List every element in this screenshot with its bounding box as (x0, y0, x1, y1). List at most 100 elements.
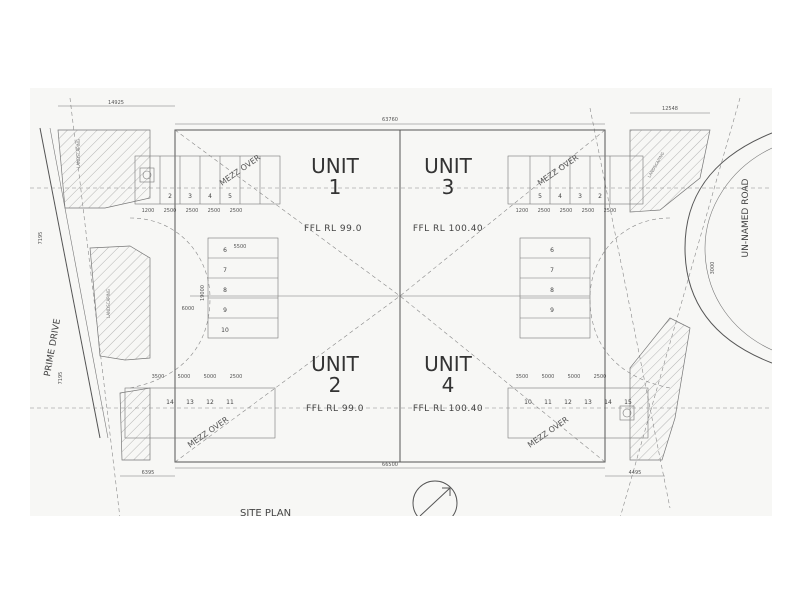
unit1-mezz-block (134, 155, 281, 205)
prime-drive-label: PRIME DRIVE (43, 318, 63, 377)
bay-number-u3_top: 5 (538, 193, 542, 200)
dim-left-lower-text: 7195 (58, 372, 64, 385)
site-plan-sheet: UNIT 1 FFL RL 99.0 UNIT 2 FFL RL 99.0 UN… (30, 88, 772, 516)
survey-lines (69, 97, 741, 516)
dim-top-right-text: 12548 (662, 106, 678, 112)
bay-number-u1_mid: 6 (223, 247, 227, 254)
landscape-left-mid (89, 245, 151, 361)
site-plan-title: SITE PLAN (240, 508, 291, 516)
dim-right-road-text: 3000 (710, 262, 716, 275)
landscape-bottom-left (119, 387, 151, 461)
unit2-label: UNIT (311, 352, 359, 376)
dim-row-text: 5000 (204, 374, 217, 380)
accessible-parking-icon-2 (619, 405, 635, 421)
dim-row-text: 2500 (538, 208, 551, 214)
dim-height-mid-text: 19000 (200, 285, 206, 301)
dim-row-text: 5000 (542, 374, 555, 380)
cul-de-sac-inner (704, 147, 772, 351)
bay-number-u1_mid: 10 (221, 327, 229, 334)
bay-number-u4_bottom: 12 (564, 399, 572, 406)
bay-number-u2_bottom: 13 (186, 399, 194, 406)
landscaping-label-1: LANDSCAPING (76, 139, 81, 168)
unit1-number: 1 (329, 175, 342, 199)
unit4-mezz-block (507, 387, 649, 439)
unit4-number: 4 (442, 373, 455, 397)
roof-line-1 (174, 129, 401, 297)
dim-row-text: 3500 (516, 374, 529, 380)
accessible-parking-icon (139, 167, 155, 183)
dim-row-text: 5000 (178, 374, 191, 380)
unit4-ffl: FFL RL 100.40 (413, 404, 483, 414)
unit2-ffl: FFL RL 99.0 (306, 404, 364, 414)
dim-top-left-text: 14925 (108, 100, 124, 106)
bay-number-u4_bottom: 15 (624, 399, 632, 406)
right-turning-path (589, 217, 671, 389)
landscape-bottom-right (629, 317, 691, 461)
bay-number-u1_mid: 7 (223, 267, 227, 274)
dim-row-text: 5000 (568, 374, 581, 380)
bay-number-u4_bottom: 11 (544, 399, 552, 406)
unit3-number: 3 (442, 175, 455, 199)
dim-row-text: 3500 (152, 374, 165, 380)
dim-row-text: 2500 (186, 208, 199, 214)
unit1-ffl: FFL RL 99.0 (304, 224, 362, 234)
landscape-top-left (57, 129, 151, 209)
bay-number-u1_top: 4 (208, 193, 212, 200)
unit3-mezz-block (507, 155, 644, 205)
bay-number-u3_top: 3 (578, 193, 582, 200)
unit1-label: UNIT (311, 154, 359, 178)
bay-number-u3_mid: 8 (550, 287, 554, 294)
north-arrow-icon (412, 480, 458, 516)
dim-row-text: 2500 (582, 208, 595, 214)
bay-number-u3_mid: 7 (550, 267, 554, 274)
bay-number-u2_bottom: 14 (166, 399, 174, 406)
prime-drive-edge-2 (49, 127, 109, 439)
unit1-bay-dividers (159, 156, 278, 319)
unit1-parking-row (207, 237, 279, 339)
dim-aisle-depth-text: 6000 (182, 306, 195, 312)
landscaping-label-2: LANDSCAPING (106, 289, 111, 318)
bay-number-u1_top: 5 (228, 193, 232, 200)
roof-line-3 (174, 295, 401, 463)
bay-number-u1_mid: 8 (223, 287, 227, 294)
bay-number-u1_top: 2 (168, 193, 172, 200)
bay-number-u4_bottom: 14 (604, 399, 612, 406)
setback-lines (30, 187, 770, 409)
unit3-ffl: FFL RL 100.40 (413, 224, 483, 234)
bay-number-u4_bottom: 10 (524, 399, 532, 406)
roof-line-4 (399, 295, 606, 463)
site-plan-drawing: UNIT 1 FFL RL 99.0 UNIT 2 FFL RL 99.0 UN… (30, 97, 772, 516)
bay-number-u4_bottom: 13 (584, 399, 592, 406)
dim-row-text: 2500 (560, 208, 573, 214)
landscape-top-right (629, 129, 711, 213)
bay-number-u2_bottom: 12 (206, 399, 214, 406)
bay-number-u1_top: 3 (188, 193, 192, 200)
dim-row-text: 2500 (604, 208, 617, 214)
bay-number-u2_bottom: 11 (226, 399, 234, 406)
bay-number-u3_top: 4 (558, 193, 562, 200)
un-named-road-label: UN-NAMED ROAD (741, 178, 751, 257)
dim-row-text: 2500 (230, 208, 243, 214)
cul-de-sac-edge (684, 132, 772, 364)
left-turning-path (129, 217, 211, 389)
bay-number-u1_mid: 9 (223, 307, 227, 314)
bay-number-u3_top: 2 (598, 193, 602, 200)
unit2-mezz-block (124, 387, 276, 439)
roof-line-2 (399, 129, 606, 297)
unit3-label: UNIT (424, 154, 472, 178)
dimension-rows: 1200 2500 2500 2500 2500 1200 2500 2500 2500 2500… (142, 208, 617, 380)
dim-row-text: 1200 (516, 208, 529, 214)
dim-row-text: 1200 (142, 208, 155, 214)
dim-bottom-left-text: 6395 (142, 470, 155, 476)
parking-bay-numbers: 2 3 4 5 6 7 8 9 10 14 13 12 11 5 4 3 2 6 7 8 9 10 11 12 13 14 15 (166, 193, 632, 406)
dim-bottom-right-text: 4495 (629, 470, 642, 476)
dim-row-text: 2500 (230, 374, 243, 380)
bay-number-u3_mid: 9 (550, 307, 554, 314)
dim-top-text: 63760 (382, 117, 398, 123)
dim-row-text: 2500 (594, 374, 607, 380)
dim-row-text: 2500 (208, 208, 221, 214)
bay-number-u3_mid: 6 (550, 247, 554, 254)
mezz-label-unit4: MEZZ OVER (526, 415, 571, 450)
dim-bottom-text: 66500 (382, 462, 398, 468)
dim-aisle-text: 5500 (234, 244, 247, 250)
